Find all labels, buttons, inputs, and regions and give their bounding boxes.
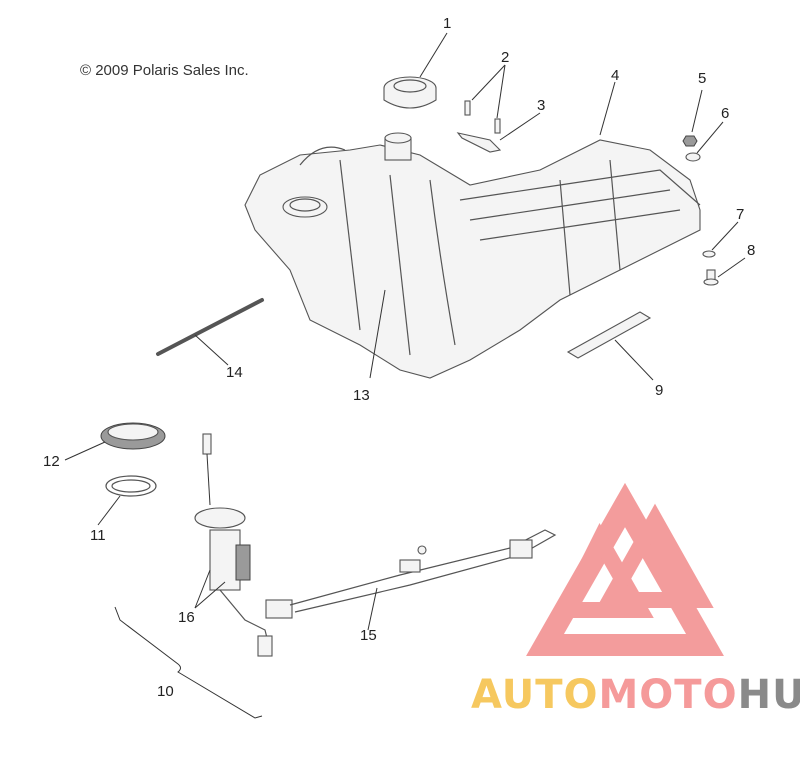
callout-1: 1: [443, 15, 451, 32]
leader-16a: [194, 569, 211, 609]
copyright-notice: © 2009 Polaris Sales Inc.: [80, 62, 249, 79]
fuel-cap: [383, 76, 437, 109]
leader-9: [614, 339, 654, 381]
callout-5: 5: [698, 70, 706, 87]
watermark-word-auto: AUTO: [471, 672, 599, 718]
watermark-word-hub: HUB: [737, 672, 800, 718]
callout-9: 9: [655, 382, 663, 399]
nut-and-washer: [682, 135, 701, 162]
watermark-wordmark: AUTOMOTOHUB: [471, 672, 800, 718]
callout-13: 13: [353, 387, 370, 404]
callout-12: 12: [43, 453, 60, 470]
watermark-word-moto: MOTO: [598, 672, 738, 718]
watermark-logo-mark: [526, 482, 724, 656]
callout-15: 15: [360, 627, 377, 644]
leader-11: [97, 495, 121, 526]
leader-7: [711, 221, 739, 251]
leader-16b: [194, 581, 226, 609]
vent-tube: [156, 298, 264, 356]
callout-4: 4: [611, 67, 619, 84]
fuel-tank: [244, 132, 701, 379]
callout-3: 3: [537, 97, 545, 114]
callout-7: 7: [736, 206, 744, 223]
leader-12: [64, 441, 106, 461]
leader-1: [419, 32, 448, 78]
fuel-pump-assembly: [194, 433, 557, 657]
leader-4: [599, 81, 616, 136]
leader-5: [691, 89, 703, 133]
callout-14: 14: [226, 364, 243, 381]
leader-6: [696, 121, 724, 154]
callout-2: 2: [501, 49, 509, 66]
leader-14: [194, 334, 229, 366]
bracket: [456, 132, 502, 153]
assembly-brace: [114, 606, 263, 719]
screws: [464, 100, 501, 134]
leader-13: [369, 289, 386, 379]
leader-8: [717, 257, 746, 278]
lock-ring: [100, 422, 166, 450]
callout-10: 10: [157, 683, 174, 700]
callout-8: 8: [747, 242, 755, 259]
callout-16: 16: [178, 609, 195, 626]
seal-ring: [105, 475, 157, 497]
leader-2a: [471, 64, 506, 101]
leader-15: [367, 587, 378, 631]
callout-6: 6: [721, 105, 729, 122]
leader-3: [499, 112, 541, 141]
leader-2b: [496, 64, 506, 119]
pad-strip: [566, 311, 652, 359]
callout-11: 11: [90, 527, 106, 544]
washer-and-bolt: [702, 250, 719, 286]
